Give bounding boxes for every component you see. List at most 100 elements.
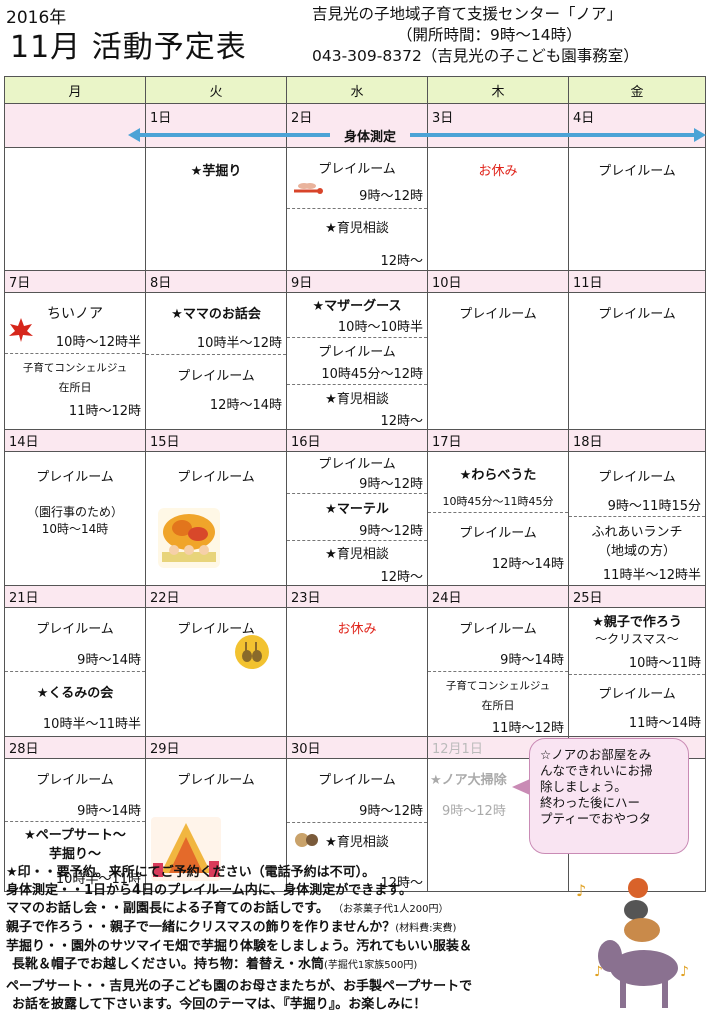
note-small: (芋掘代1家族500円) xyxy=(324,960,418,971)
measurement-label: 身体測定 xyxy=(343,130,396,145)
event-time: 9時～12時 xyxy=(442,804,506,819)
event-time: 10時～11時 xyxy=(628,656,701,671)
day-cell: プレイルーム xyxy=(568,147,706,271)
event-time: 9時～14時 xyxy=(77,804,141,819)
event-label: ★ノア大掃除 xyxy=(430,773,507,788)
note-small: (材料費:実費) xyxy=(395,923,457,934)
day-cell: ★マザーグース 10時～10時半 プレイルーム 10時45分～12時 ★育児相談… xyxy=(286,292,428,430)
event-label: ちいノア xyxy=(47,306,103,322)
date-cell: 1日 xyxy=(145,103,287,148)
date-cell: 3日 xyxy=(427,103,569,148)
event-time: 10時半～12時 xyxy=(196,336,282,351)
day-cell: プレイルーム 9時～12時 ★育児相談 12時～ xyxy=(286,147,428,271)
event-time: 10時～12時半 xyxy=(55,335,141,350)
date-cell: 25日 xyxy=(568,585,706,608)
header-year: 2016年 xyxy=(6,8,67,28)
day-cell: ★芋掘り xyxy=(145,147,287,271)
event-label: プレイルーム xyxy=(318,162,396,177)
date-cell: 4日 xyxy=(568,103,706,148)
note-line: お話を披露して下さいます。今回のテーマは、『芋掘り』。お楽しみに！ xyxy=(12,997,427,1012)
event-time: 10時～14時 xyxy=(41,522,109,536)
date-cell: 18日 xyxy=(568,429,706,452)
event-time: 10時半～11時半 xyxy=(42,717,141,732)
date-cell: 23日 xyxy=(286,585,428,608)
event-time: 9時～12時 xyxy=(359,477,423,492)
event-time: 9時～11時15分 xyxy=(607,499,701,514)
day-cell: プレイルーム 9時～12時 ★マーテル 9時～12時 ★育児相談 12時～ xyxy=(286,451,428,586)
date-cell: 21日 xyxy=(4,585,146,608)
day-cell: プレイルーム xyxy=(568,292,706,430)
event-label: プレイルーム xyxy=(318,457,396,472)
event-label: プレイルーム xyxy=(36,773,114,788)
event-label: プレイルーム xyxy=(36,470,114,485)
dow-fri: 金 xyxy=(568,76,706,104)
event-note: （地域の方） xyxy=(597,544,676,559)
event-label: プレイルーム xyxy=(318,773,396,788)
note-line: 長靴＆帽子でお越しください。持ち物：着替え・水筒(芋掘代1家族500円) xyxy=(12,957,418,972)
event-note: （園行事のため） xyxy=(26,505,123,519)
date-cell: 10日 xyxy=(427,270,569,293)
town-musicians-illustration: ♪ ♪ ♪ xyxy=(576,878,689,1008)
date-cell: 14日 xyxy=(4,429,146,452)
svg-text:♪: ♪ xyxy=(680,964,689,980)
note-small: （お茶菓子代1人200円） xyxy=(333,904,449,915)
day-cell: プレイルーム （園行事のため） 10時～14時 xyxy=(4,451,146,586)
event-label: ★マザーグース xyxy=(312,299,402,314)
event-label: プレイルーム xyxy=(318,345,396,360)
phone-number: 043-309-8372（吉見光の子こども園事務室） xyxy=(312,47,639,65)
event-time: 11時～12時 xyxy=(491,721,564,736)
day-cell: お休み xyxy=(286,607,428,737)
day-cell: プレイルーム xyxy=(427,292,569,430)
event-label: 子育てコンシェルジュ xyxy=(445,680,551,692)
maple-leaf-icon xyxy=(9,318,33,342)
dow-wed: 水 xyxy=(286,76,428,104)
header-info: 吉見光の子地域子育て支援センター「ノア」 （開所時間：9時～14時） 043-3… xyxy=(312,4,704,67)
date-cell: 15日 xyxy=(145,429,287,452)
day-cell: ★親子で作ろう ～クリスマス～ 10時～11時 プレイルーム 11時～14時 xyxy=(568,607,706,737)
date-cell: 7日 xyxy=(4,270,146,293)
date-cell: 28日 xyxy=(4,736,146,759)
day-cell: プレイルーム 9時～12時 ★育児相談 12時～ xyxy=(286,758,428,892)
date-cell: 17日 xyxy=(427,429,569,452)
bubble-line: プティーでおやつタ xyxy=(540,811,652,826)
event-label: ★育児相談 xyxy=(325,392,389,407)
day-cell: プレイルーム 9時～11時15分 ふれあいランチ （地域の方） 11時半～12時… xyxy=(568,451,706,586)
rabbits-moon-icon xyxy=(235,635,269,669)
date-cell xyxy=(4,103,146,148)
event-label: ★育児相談 xyxy=(325,835,389,850)
notes: ★印・・要予約。来所にてご予約ください（電話予約は不可）。 身体測定・・1日から… xyxy=(6,864,566,1014)
event-label: ★育児相談 xyxy=(325,547,389,562)
event-time: 11時～12時 xyxy=(68,404,141,419)
event-label: プレイルーム xyxy=(36,622,114,637)
day-cell: プレイルーム 9時～14時 ★ペープサート～ 芋掘り～ 10時半～11時 xyxy=(4,758,146,892)
note-line: 身体測定・・1日から4日のプレイルーム内に、身体測定ができます。 xyxy=(6,883,413,898)
bubble-line: ☆ノアのお部屋をみ xyxy=(540,747,652,762)
event-label: プレイルーム xyxy=(459,307,537,322)
event-time: 12時～14時 xyxy=(209,398,282,413)
page-title: 11月 活動予定表 xyxy=(10,30,247,65)
event-time: 9時～12時 xyxy=(359,524,423,539)
event-label: ★芋掘り xyxy=(190,164,242,179)
note-line: 芋掘り・・園外のサツマイモ畑で芋掘り体験をしましょう。汚れてもいい服装＆ xyxy=(6,939,472,954)
day-cell: ★わらべうた 10時45分～11時45分 プレイルーム 12時～14時 xyxy=(427,451,569,586)
event-time: 9時～14時 xyxy=(500,653,564,668)
calendar-table: 月 火 水 木 金 1日 2日 3日 4日 ★芋掘り プレイルーム 9時～12時… xyxy=(4,76,706,892)
event-time: 10時～10時半 xyxy=(337,320,423,335)
opening-hours: （開所時間：9時～14時） xyxy=(397,26,582,44)
dow-mon: 月 xyxy=(4,76,146,104)
cat-dog-icon xyxy=(295,833,318,847)
event-time: 10時半～11時 xyxy=(55,872,141,887)
event-time: 9時～12時 xyxy=(359,804,423,819)
event-note: ～クリスマス～ xyxy=(595,632,679,646)
day-cell: プレイルーム 9時～14時 ★くるみの会 10時半～11時半 xyxy=(4,607,146,737)
event-label: 在所日 xyxy=(58,381,92,394)
dow-tue: 火 xyxy=(145,76,287,104)
event-time: 12時～14時 xyxy=(491,557,564,572)
event-label: プレイルーム xyxy=(598,307,676,322)
event-time: 12時～ xyxy=(380,570,423,585)
date-cell: 30日 xyxy=(286,736,428,759)
autumn-kids-illustration xyxy=(158,508,220,568)
day-cell: プレイルーム 9時～14時 子育てコンシェルジュ 在所日 11時～12時 xyxy=(427,607,569,737)
event-time: 10時45分～11時45分 xyxy=(442,495,554,508)
event-label: ★ペープサート～ xyxy=(24,828,126,843)
